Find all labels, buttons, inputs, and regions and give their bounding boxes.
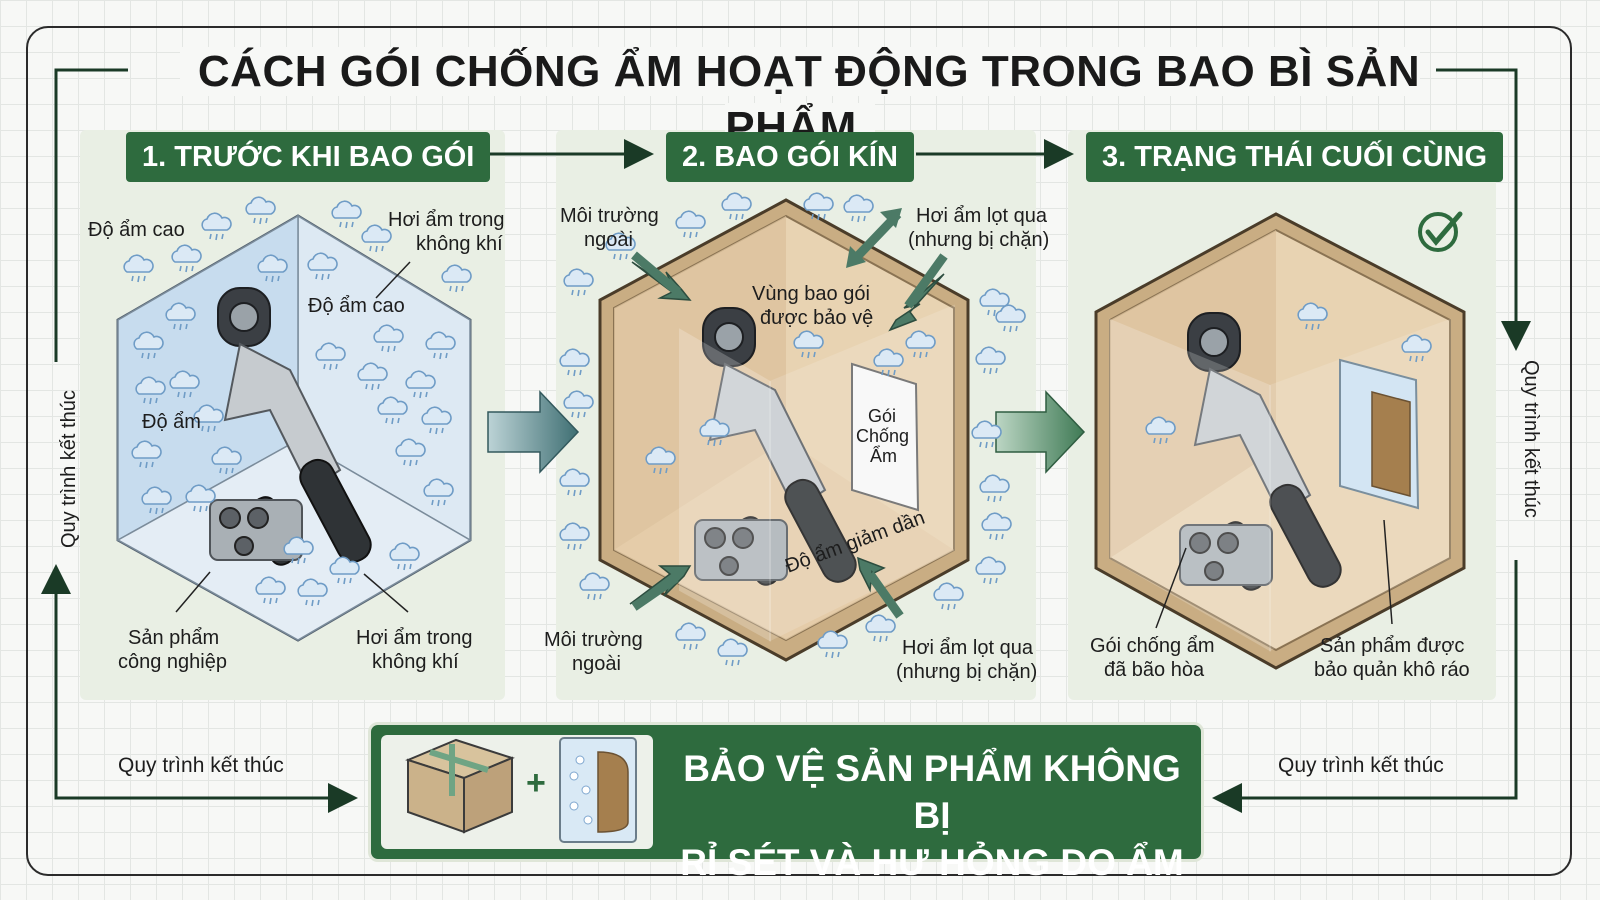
label-protected-zone-1: Vùng bao gói xyxy=(752,283,870,305)
process-end-left-vertical: Quy trình kết thúc xyxy=(58,390,80,548)
label-product-1: Sản phẩm xyxy=(128,627,220,649)
plus-sign: + xyxy=(526,764,546,802)
desiccant-label-1: Gói xyxy=(868,406,897,426)
label-moisture-air-top-1: Hơi ẩm trong xyxy=(388,209,505,231)
label-outside-bottom-1: Môi trường xyxy=(544,629,643,651)
step-label-final: 3. TRẠNG THÁI CUỐI CÙNG xyxy=(1086,132,1504,182)
desiccant-label-2: Chống xyxy=(856,426,910,446)
label-moisture-air-top-2: không khí xyxy=(416,233,503,255)
label-moisture-air-bottom-2: không khí xyxy=(372,651,459,673)
step-label-before: 1. TRƯỚC KHI BAO GÓI xyxy=(126,132,491,182)
process-end-right-vertical: Quy trình kết thúc xyxy=(1520,360,1542,518)
banner-line-2: RỈ SÉT VÀ HƯ HỎNG DO ẨM xyxy=(680,842,1184,883)
label-dry-product-1: Sản phẩm được xyxy=(1320,635,1465,657)
label-leak-top-2: (nhưng bị chặn) xyxy=(908,229,1050,251)
process-end-bottom-right: Quy trình kết thúc xyxy=(1278,754,1444,777)
label-outside-bottom-2: ngoài xyxy=(572,653,621,675)
label-humidity-high-inner: Độ ẩm cao xyxy=(308,295,405,317)
label-dry-product-2: bảo quản khô ráo xyxy=(1314,659,1470,681)
process-end-bottom-left: Quy trình kết thúc xyxy=(118,754,284,777)
banner-icon-area xyxy=(381,735,653,849)
label-leak-top-1: Hơi ẩm lọt qua xyxy=(916,205,1047,227)
label-leak-bottom-1: Hơi ẩm lọt qua xyxy=(902,637,1033,659)
outer-frame xyxy=(26,26,1572,876)
label-moisture-air-bottom-1: Hơi ẩm trong xyxy=(356,627,473,649)
banner-text: BẢO VỆ SẢN PHẨM KHÔNG BỊ RỈ SÉT VÀ HƯ HỎ… xyxy=(667,745,1197,886)
step-label-sealed: 2. BAO GÓI KÍN xyxy=(666,132,914,182)
panel-final-state xyxy=(1068,130,1496,700)
desiccant-label-3: Ẩm xyxy=(870,446,897,466)
label-product-2: công nghiệp xyxy=(118,651,227,673)
label-saturated-1: Gói chống ẩm xyxy=(1090,635,1215,657)
result-banner: BẢO VỆ SẢN PHẨM KHÔNG BỊ RỈ SÉT VÀ HƯ HỎ… xyxy=(368,722,1204,883)
label-outside-top-2: ngoài xyxy=(584,229,633,251)
label-leak-bottom-2: (nhưng bị chặn) xyxy=(896,661,1038,683)
label-outside-top-1: Môi trường xyxy=(560,205,659,227)
banner-line-1: BẢO VỆ SẢN PHẨM KHÔNG BỊ xyxy=(683,748,1181,836)
label-protected-zone-2: được bảo vệ xyxy=(760,307,874,329)
label-humidity-high: Độ ẩm cao xyxy=(88,219,185,241)
label-humidity: Độ ẩm xyxy=(142,411,201,433)
label-saturated-2: đã bão hòa xyxy=(1104,659,1205,681)
